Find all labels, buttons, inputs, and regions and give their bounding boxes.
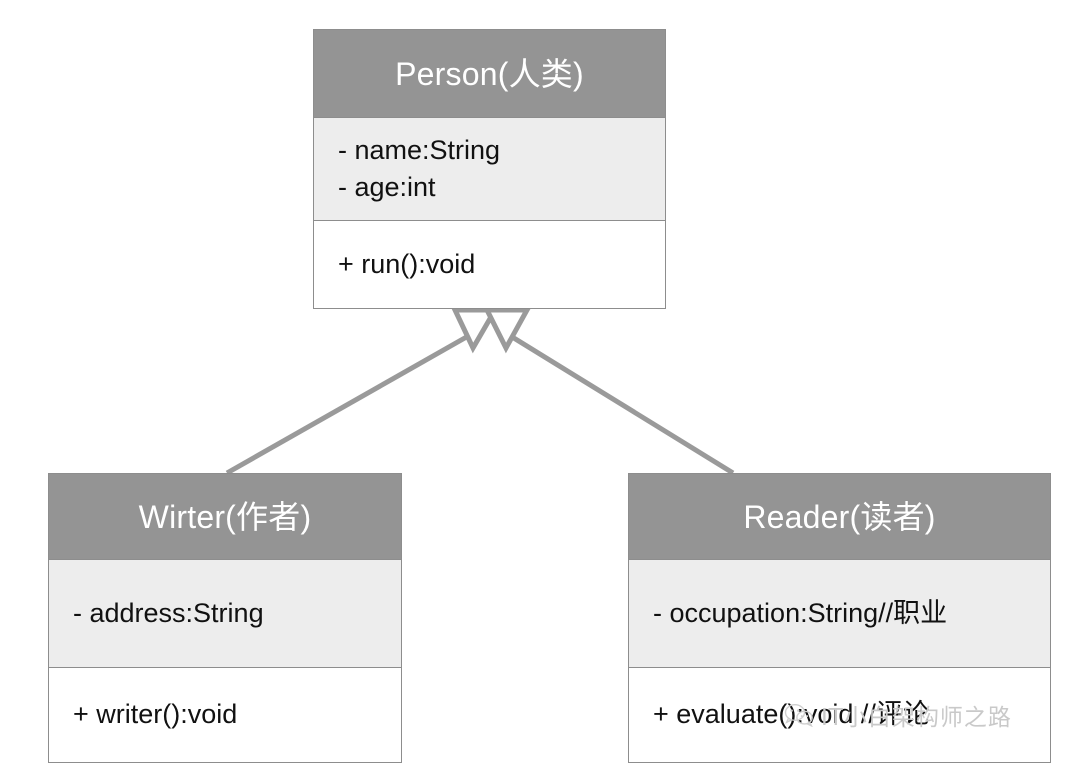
class-name-reader: Reader(读者) — [629, 474, 1050, 561]
watermark-label: IT小白架构师之路 — [821, 705, 1012, 731]
operations-compartment-wirter: + writer():void — [49, 667, 401, 762]
operation-row: + run():void — [338, 248, 476, 279]
watermark: IT小白架构师之路 — [784, 698, 1012, 732]
uml-class-wirter[interactable]: Wirter(作者) - address:String + writer():v… — [48, 473, 402, 763]
generalization-edge-reader — [507, 332, 735, 476]
attributes-compartment-reader: - occupation:String//职业 — [629, 560, 1050, 668]
operations-compartment-person: + run():void — [314, 220, 665, 308]
wechat-icon — [784, 703, 813, 727]
generalization-edge-wirter — [225, 332, 472, 476]
class-name-wirter: Wirter(作者) — [49, 474, 401, 561]
uml-class-reader[interactable]: Reader(读者) - occupation:String//职业 + eva… — [628, 473, 1051, 763]
attribute-row: - age:int — [338, 171, 436, 202]
attributes-compartment-person: - name:String - age:int — [314, 118, 665, 221]
inheritance-arrowhead-right — [482, 307, 532, 354]
attribute-row: - name:String — [338, 134, 501, 165]
operations-compartment-reader: + evaluate():void //评论 — [629, 667, 1050, 762]
attribute-row: - occupation:String//职业 — [653, 597, 948, 628]
uml-class-person[interactable]: Person(人类) - name:String - age:int + run… — [313, 29, 666, 309]
operation-row: + evaluate():void //评论 — [653, 699, 930, 730]
attribute-row: - address:String — [73, 597, 264, 628]
attributes-compartment-wirter: - address:String — [49, 560, 401, 668]
class-name-person: Person(人类) — [314, 30, 665, 119]
inheritance-arrowhead-left — [451, 307, 500, 354]
operation-row: + writer():void — [73, 699, 238, 730]
